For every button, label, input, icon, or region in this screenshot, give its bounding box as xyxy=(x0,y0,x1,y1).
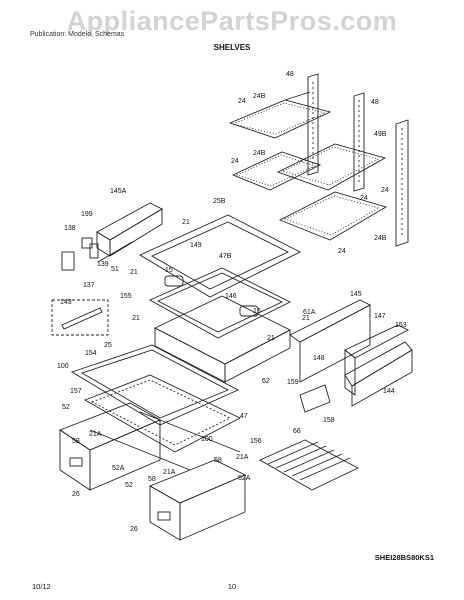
control-cover-144 xyxy=(344,341,413,407)
callout-label: 62 xyxy=(262,378,270,385)
glass-shelf-mid-left xyxy=(231,151,322,191)
callout-label: 21 xyxy=(302,315,310,322)
callout-label: 145 xyxy=(350,291,362,298)
callout-label: 26 xyxy=(72,491,80,498)
footer-date: 10/12 xyxy=(32,582,51,591)
callout-label: 146 xyxy=(225,293,237,300)
callout-label: 21A xyxy=(163,469,176,476)
callout-label: 156 xyxy=(250,438,262,445)
callout-label: 58 xyxy=(72,438,80,445)
callout-label: 147 xyxy=(374,313,386,320)
footer-page-number: 10 xyxy=(227,582,237,591)
callout-label: 52A xyxy=(238,475,251,482)
callout-label: 52A xyxy=(112,465,125,472)
part-143 xyxy=(51,299,109,336)
callout-label: 66 xyxy=(293,428,301,435)
callout-label: 199 xyxy=(81,211,93,218)
callout-label: 21 xyxy=(182,219,190,226)
callout-label: 100 xyxy=(201,436,213,443)
crisper-cover-assembly xyxy=(148,267,292,339)
shelf-rail-mid xyxy=(353,92,365,192)
callout-label: 24B xyxy=(253,93,266,100)
lower-frame-47 xyxy=(83,374,242,453)
callout-label: 138 xyxy=(64,225,76,232)
callout-label: 143 xyxy=(60,299,72,306)
publication-header: Publication: Modelo, Schemas xyxy=(30,31,125,38)
wire-rack-66 xyxy=(259,439,360,491)
callout-label: 25B xyxy=(213,198,226,205)
callout-label: 52 xyxy=(62,404,70,411)
callout-label: 24 xyxy=(231,158,239,165)
callout-label: 25 xyxy=(104,342,112,349)
callout-label: 21 xyxy=(267,335,275,342)
crisper-frame-62 xyxy=(153,295,291,383)
callout-label: 48 xyxy=(371,99,379,106)
crisper-drawer-right xyxy=(148,459,247,541)
callout-label: 15 xyxy=(253,308,261,315)
glass-shelf-lower-right xyxy=(278,191,388,241)
callout-label: 24 xyxy=(238,98,246,105)
callout-label: 21 xyxy=(130,269,138,276)
callout-label: 24 xyxy=(381,187,389,194)
callout-label: 154 xyxy=(85,350,97,357)
callout-label: 100 xyxy=(57,363,69,370)
callout-label: 145A xyxy=(110,188,127,195)
callout-labels: 48 24B 24 48 49B 24B 24 24 24 24B 24 145… xyxy=(57,71,407,533)
glass-shelf-top xyxy=(228,91,332,139)
callout-label: 24 xyxy=(338,248,346,255)
callout-label: 157 xyxy=(70,388,82,395)
shelf-frame-25b xyxy=(139,214,301,298)
watermark: AppliancePartsPros.com xyxy=(66,6,398,36)
callout-label: 58 xyxy=(148,476,156,483)
callout-label: 21A xyxy=(89,431,102,438)
section-title: SHELVES xyxy=(213,43,251,52)
callout-label: 49B xyxy=(374,131,387,138)
callout-label: 26 xyxy=(130,526,138,533)
callout-label: 148 xyxy=(313,355,325,362)
callout-label: 24B xyxy=(374,235,387,242)
callout-label: 47 xyxy=(240,413,248,420)
callout-label: 15 xyxy=(165,267,173,274)
callout-label: 137 xyxy=(83,282,95,289)
small-bracket-parts xyxy=(61,237,133,271)
callout-label: 149 xyxy=(190,242,202,249)
callout-label: 52 xyxy=(125,482,133,489)
callout-label: 155 xyxy=(120,293,132,300)
callout-label: 47B xyxy=(219,253,232,260)
control-housing-145a xyxy=(96,202,163,257)
slide-rails-21a xyxy=(89,411,241,471)
glass-shelf-upper-right xyxy=(276,143,387,191)
callout-label: 153 xyxy=(395,322,407,329)
callout-label: 158 xyxy=(323,417,335,424)
callout-label: 21A xyxy=(236,454,249,461)
callout-label: 58 xyxy=(214,457,222,464)
crisper-drawer-left xyxy=(59,402,162,491)
shelf-rail-left xyxy=(307,73,319,176)
callout-label: 144 xyxy=(383,388,395,395)
callout-label: 159 xyxy=(287,379,299,386)
lower-glass-cover-25 xyxy=(70,344,240,426)
callout-label: 24B xyxy=(253,150,266,157)
callout-label: 48 xyxy=(286,71,294,78)
callout-label: 139 xyxy=(97,261,109,268)
shelf-rail-right xyxy=(395,119,409,247)
callout-label: 61A xyxy=(303,309,316,316)
drawing-code: SHEI28BS80KS1 xyxy=(374,553,434,562)
part-158 xyxy=(299,384,331,413)
callout-label: 24 xyxy=(360,195,368,202)
control-panel-145 xyxy=(289,299,371,383)
callout-label: 21 xyxy=(132,315,140,322)
callout-label: 51 xyxy=(111,266,119,273)
